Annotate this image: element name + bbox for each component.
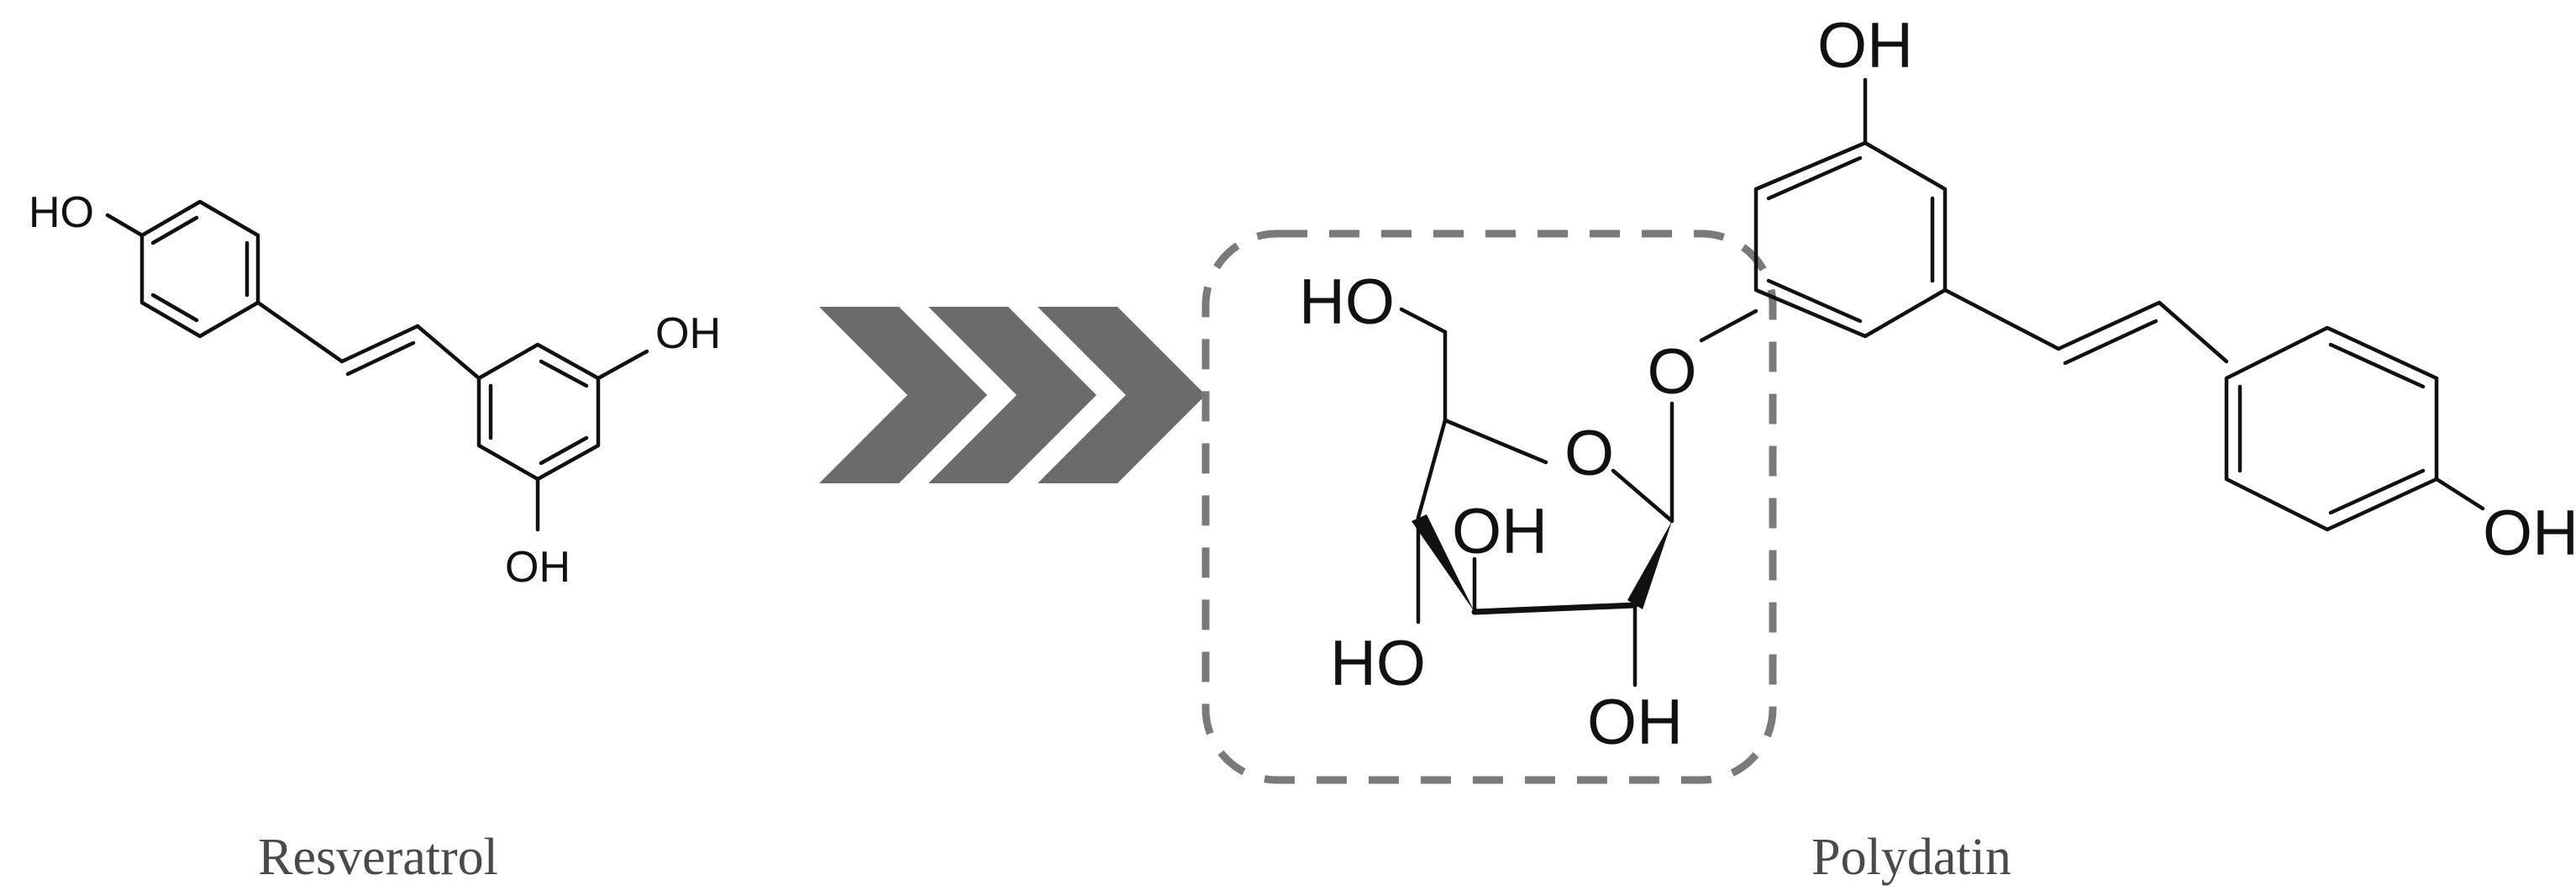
glucose-c6-hydroxyl-label: HO	[1299, 266, 1395, 338]
chevron-1	[819, 307, 987, 483]
glucose-bold-bond-c2-c3	[1471, 602, 1638, 615]
glucose-ring-oxygen-label: O	[1564, 418, 1614, 489]
glucose-wedge-bond-c1-c2	[1627, 521, 1672, 609]
resveratrol-vinyl-bridge	[255, 300, 481, 381]
polydatin-central-ring	[1753, 140, 1948, 339]
resveratrol-oh-label-upper: OH	[655, 309, 721, 358]
polydatin-structure: O HO OH HO OH O	[1299, 10, 2576, 758]
polydatin-vinyl-bridge	[1943, 287, 2229, 366]
resveratrol-structure: HO OH OH	[29, 188, 721, 592]
chevron-3	[1038, 307, 1206, 483]
glucose-wedge-bond-c3-c4	[1412, 514, 1475, 612]
polydatin-oh-label-top: OH	[1817, 10, 1913, 82]
polydatin-terminal-ring	[2224, 325, 2439, 532]
glucose-highlight-box	[1201, 229, 1777, 784]
polydatin-caption: Polydatin	[1811, 829, 2011, 886]
glycosidic-oxygen-label: O	[1647, 336, 1696, 408]
polydatin-oh-label-right: OH	[2483, 498, 2576, 569]
resveratrol-ring-a	[139, 199, 260, 339]
conversion-arrow	[819, 307, 1206, 483]
chevron-2	[928, 307, 1096, 483]
resveratrol-ho-label: HO	[29, 188, 94, 237]
glucose-ring: O	[1412, 418, 1674, 615]
glucose-c4-hydroxyl-label: HO	[1330, 628, 1426, 699]
resveratrol-oh-label-lower: OH	[505, 543, 570, 592]
glucose-c2-hydroxyl-label: OH	[1587, 687, 1683, 758]
resveratrol-caption: Resveratrol	[258, 829, 498, 886]
resveratrol-ring-b	[476, 342, 601, 482]
glucose-c3-hydroxyl-label: OH	[1452, 496, 1548, 567]
